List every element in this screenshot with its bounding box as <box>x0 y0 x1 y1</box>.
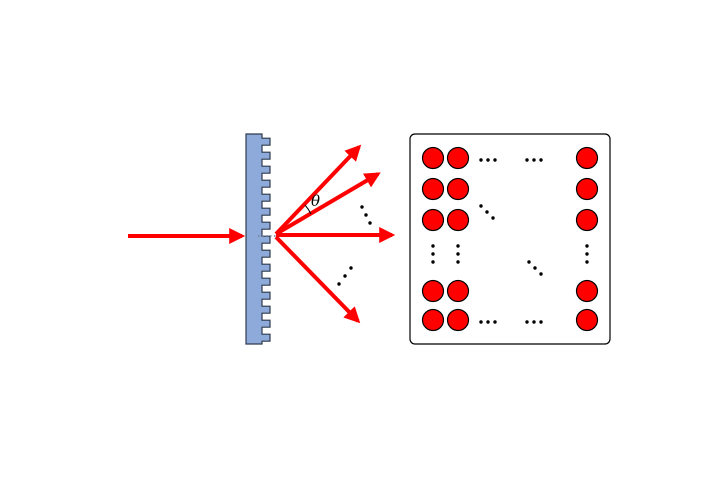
diffracted-beam-lower <box>274 235 361 324</box>
diffraction-spot <box>421 177 445 201</box>
ellipsis-dot <box>585 252 589 256</box>
ellipsis-dot <box>493 320 497 324</box>
diffraction-spot <box>446 208 470 232</box>
diffracted-beam-upper-outer <box>274 144 362 236</box>
diffraction-spot <box>575 146 599 170</box>
ellipsis-dot <box>533 266 537 270</box>
ellipsis-dot <box>493 158 497 162</box>
ellipsis-dot <box>431 252 435 256</box>
ellipsis-dot <box>585 244 589 248</box>
ellipsis-dot <box>527 260 531 264</box>
diffraction-spot <box>575 308 599 332</box>
diffraction-spot <box>446 146 470 170</box>
diffraction-spot <box>575 177 599 201</box>
diffraction-spot <box>575 208 599 232</box>
ellipsis-dot <box>486 158 490 162</box>
diffraction-grating <box>245 133 271 345</box>
ellipsis-dot <box>532 158 536 162</box>
diffraction-spot <box>446 177 470 201</box>
diffracted-beam-upper-inner <box>274 172 381 236</box>
ellipsis-dot <box>525 320 529 324</box>
diffraction-spot <box>421 208 445 232</box>
ellipsis-dot <box>479 158 483 162</box>
ellipsis-dot <box>431 244 435 248</box>
angle-arc <box>304 204 312 215</box>
ellipsis-dot <box>585 260 589 264</box>
ellipsis-dot <box>479 204 483 208</box>
ellipsis-dot <box>539 158 543 162</box>
ellipsis-dot <box>431 260 435 264</box>
diffraction-spot <box>421 146 445 170</box>
diffraction-spot <box>575 279 599 303</box>
ellipsis-dot <box>539 320 543 324</box>
ellipsis-dot <box>539 272 543 276</box>
beam-ellipsis-lower <box>337 266 353 286</box>
ellipsis-dot <box>456 252 460 256</box>
ellipsis-dot <box>525 158 529 162</box>
ellipsis-dot <box>456 260 460 264</box>
ellipsis-dot <box>532 320 536 324</box>
ellipsis-dot <box>456 244 460 248</box>
spot-ellipsis-dots <box>431 158 589 324</box>
diffraction-spot <box>446 279 470 303</box>
ellipsis-dot <box>486 320 490 324</box>
ellipsis-dot <box>485 210 489 214</box>
ellipsis-dot <box>491 216 495 220</box>
diffraction-spot <box>446 308 470 332</box>
diffraction-spot <box>421 308 445 332</box>
ellipsis-dot <box>479 320 483 324</box>
angle-theta-label: θ <box>311 192 320 210</box>
beam-ellipsis-upper <box>360 205 372 225</box>
diffraction-spot <box>421 279 445 303</box>
diffraction-spot-grid <box>421 146 599 332</box>
